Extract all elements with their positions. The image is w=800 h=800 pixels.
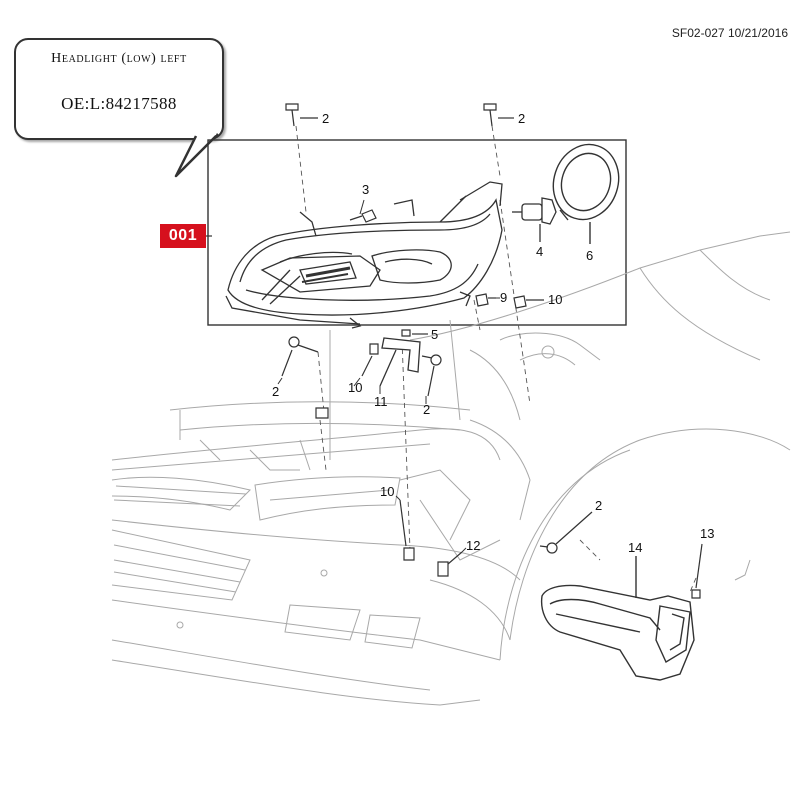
- part-2-bolt-bracket[interactable]: [421, 354, 442, 397]
- label-part-2-fender: 2: [595, 498, 602, 513]
- reference-badge[interactable]: 001: [160, 224, 206, 248]
- part-5-clip[interactable]: [401, 329, 428, 337]
- alignment-lines: [295, 125, 697, 593]
- headlight-assembly-frame: [207, 139, 627, 326]
- part-3-bulb[interactable]: [349, 209, 377, 223]
- part-2-bolt-top-right[interactable]: [483, 103, 514, 127]
- label-part-3: 3: [362, 182, 369, 197]
- label-part-14: 14: [628, 540, 642, 555]
- document-code: SF02-027 10/21/2016: [671, 26, 788, 40]
- label-part-2-top-left: 2: [322, 111, 329, 126]
- part-14-daytime-running-lamp[interactable]: [540, 556, 695, 681]
- label-part-2-lower-left: 2: [272, 384, 279, 399]
- part-13-screw[interactable]: [691, 543, 703, 599]
- part-11-bracket[interactable]: [379, 337, 421, 387]
- headlight-unit[interactable]: [225, 181, 503, 329]
- callout-oe-number: OE:L:84217588: [61, 94, 177, 113]
- label-part-4: 4: [536, 244, 543, 259]
- label-part-5: 5: [431, 327, 438, 342]
- part-10-clip-bracket[interactable]: [361, 343, 379, 377]
- label-part-2-bracket: 2: [423, 402, 430, 417]
- part-2-bolt-top-left[interactable]: [285, 103, 318, 127]
- part-6-headlight-cover[interactable]: [544, 136, 628, 244]
- label-part-10-bracket: 10: [348, 380, 362, 395]
- part-9-clip[interactable]: [475, 293, 496, 307]
- vehicle-front-end-outline: [111, 231, 791, 706]
- label-part-9: 9: [500, 290, 507, 305]
- label-part-10-upper: 10: [548, 292, 562, 307]
- label-part-12: 12: [466, 538, 480, 553]
- label-part-11: 11: [374, 394, 388, 409]
- part-number-labels: 2 2 3 4 6 9 10 5 2 10 11 2 10 2 12 14 13: [272, 111, 714, 555]
- label-part-10-lower: 10: [380, 484, 394, 499]
- part-10-clip-lower[interactable]: [399, 499, 415, 561]
- callout-title: Headlight (low) left: [51, 51, 187, 66]
- part-10-clip-upper[interactable]: [513, 295, 544, 309]
- part-12-fastener[interactable]: [437, 551, 463, 577]
- callout-bubble: Headlight (low) left OE:L:84217588: [14, 38, 224, 140]
- label-part-13: 13: [700, 526, 714, 541]
- part-2-bolt-fender[interactable]: [539, 511, 593, 554]
- label-part-6: 6: [586, 248, 593, 263]
- mounting-nut[interactable]: [315, 407, 329, 419]
- label-part-2-top-right: 2: [518, 111, 525, 126]
- part-4-bulb-socket[interactable]: [512, 197, 557, 242]
- label-leader-lines: [277, 199, 500, 553]
- part-2-bolt-lower-left[interactable]: [281, 336, 319, 377]
